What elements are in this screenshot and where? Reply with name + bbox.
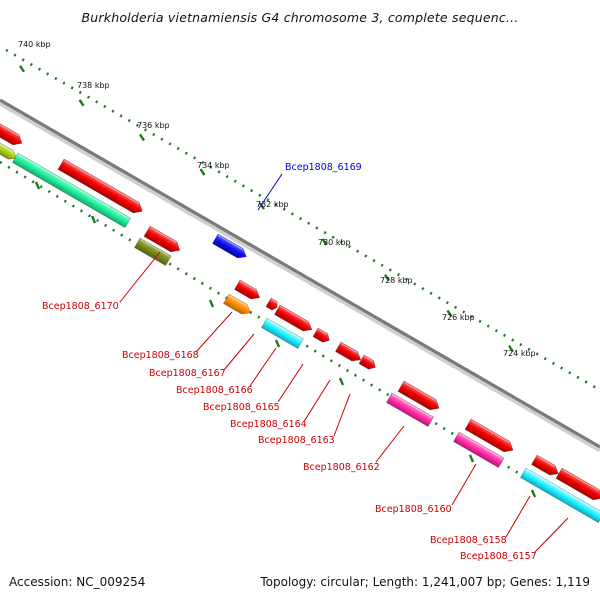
gene-arrow[interactable] [265, 297, 280, 312]
ruler-label: 732 kbp [256, 200, 289, 209]
gene-arrow[interactable] [234, 279, 262, 303]
ruler-label: 736 kbp [137, 121, 170, 130]
callout-line [119, 251, 161, 303]
gene-arrow[interactable] [57, 158, 145, 216]
major-tick [34, 181, 41, 190]
major-tick [446, 309, 453, 318]
gene-arrow[interactable] [453, 431, 505, 468]
callout-line [277, 363, 304, 403]
gene-shapes [0, 111, 600, 523]
gene-label[interactable]: Bcep1808_6158 [430, 535, 507, 546]
callout-line [223, 333, 255, 371]
gene-label[interactable]: Bcep1808_6170 [42, 301, 119, 312]
gene-arrow[interactable] [386, 392, 434, 427]
major-tick [321, 238, 328, 246]
gene-arrow[interactable] [134, 237, 172, 266]
major-tick [78, 99, 85, 107]
gene-arrow[interactable] [0, 139, 19, 163]
gene-label[interactable]: Bcep1808_6157 [460, 551, 537, 562]
major-tick [508, 344, 514, 353]
callout-line [257, 173, 283, 211]
ruler-label: 730 kbp [318, 238, 351, 247]
major-tick [274, 339, 281, 348]
gene-label[interactable]: Bcep1808_6167 [149, 368, 226, 379]
gene-arrow[interactable] [274, 304, 314, 335]
gene-arrow[interactable] [0, 111, 25, 148]
ruler-label: 740 kbp [18, 40, 51, 49]
gene-arrow[interactable] [520, 467, 600, 523]
gene-label[interactable]: Bcep1808_6166 [176, 385, 253, 396]
gene-arrow[interactable] [464, 418, 516, 455]
gene-label[interactable]: Bcep1808_6160 [375, 504, 452, 515]
gene-arrow[interactable] [143, 225, 183, 255]
ruler-label: 726 kbp [442, 313, 475, 322]
ruler-label: 734 kbp [197, 161, 230, 170]
gene-arrow[interactable] [223, 293, 253, 318]
major-tick [90, 215, 97, 224]
gene-arrow[interactable] [397, 380, 442, 413]
major-tick [468, 454, 475, 463]
major-tick [338, 377, 345, 386]
major-tick [384, 273, 390, 282]
gene-arrow[interactable] [531, 454, 561, 479]
gene-arrow[interactable] [312, 327, 332, 345]
ruler-label: 728 kbp [380, 276, 413, 285]
gene-arrow[interactable] [335, 341, 363, 365]
gene-arrow[interactable] [212, 233, 249, 262]
gene-label[interactable]: Bcep1808_6163 [258, 435, 335, 446]
callout-line [249, 347, 277, 387]
ruler-label: 724 kbp [503, 349, 536, 358]
gene-arrow[interactable] [12, 152, 131, 229]
outer-tick-track [5, 48, 600, 392]
backbone [0, 98, 600, 449]
callout-line [451, 463, 477, 506]
backbone-shadow [0, 100, 600, 453]
callout-line [333, 393, 351, 437]
map-title: Burkholderia vietnamiensis G4 chromosome… [81, 10, 519, 25]
gene-label[interactable]: Bcep1808_6164 [230, 419, 307, 430]
callout-line [534, 517, 569, 553]
major-tick [199, 168, 206, 176]
major-tick [259, 202, 265, 210]
ruler-label: 738 kbp [77, 81, 110, 90]
callout-line [304, 379, 331, 421]
gene-arrow[interactable] [555, 467, 600, 503]
gene-arrow[interactable] [358, 354, 378, 372]
major-tick [208, 299, 215, 308]
accession-label: Accession: NC_009254 [9, 575, 146, 589]
callout-line [195, 311, 233, 353]
major-ticks [19, 65, 537, 498]
gene-label[interactable]: Bcep1808_6168 [122, 350, 199, 361]
callout-line [375, 425, 405, 463]
ruler-labels: 740 kbp 738 kbp 736 kbp 734 kbp 732 kbp 730 k… [18, 40, 536, 358]
callout-line [505, 495, 531, 538]
gene-label[interactable]: Bcep1808_6165 [203, 402, 280, 413]
gene-arrow[interactable] [261, 317, 304, 349]
gene-label[interactable]: Bcep1808_6169 [285, 162, 362, 173]
gene-label[interactable]: Bcep1808_6162 [303, 462, 380, 473]
major-tick [530, 489, 537, 498]
topology-info: Topology: circular; Length: 1,241,007 bp… [260, 575, 590, 589]
major-tick [19, 65, 25, 73]
gene-callouts: Bcep1808_6169Bcep1808_6170Bcep1808_6168B… [42, 162, 569, 562]
major-tick [139, 133, 145, 142]
